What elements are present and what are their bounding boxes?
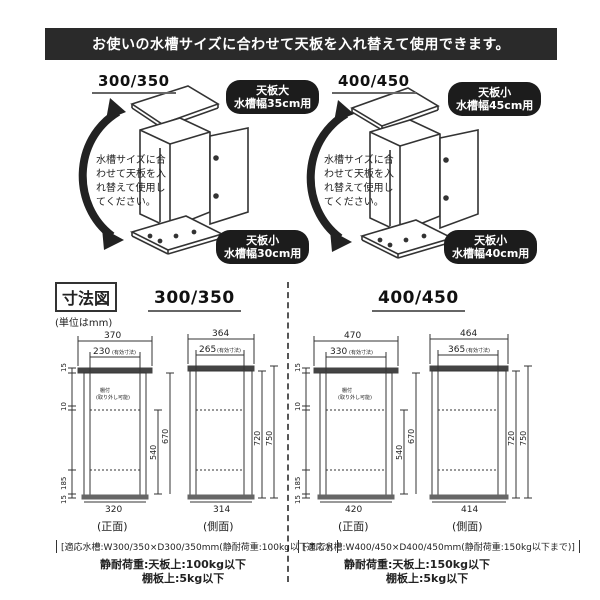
dim-front-540-left: 540 xyxy=(149,445,158,460)
load-top-right: 静耐荷重:天板上:150kg以下 xyxy=(344,558,490,571)
door-left xyxy=(209,127,249,226)
dim-front-inner-note-left: (有効寸法) xyxy=(112,349,136,356)
callout-bottom-left-line1: 天板小 xyxy=(246,234,280,247)
cabinet-illustration-left xyxy=(129,85,249,255)
dims-model-right: 400/450 xyxy=(372,288,465,312)
dim-side-750-left: 750 xyxy=(265,431,274,446)
model-label-left: 300/350 xyxy=(92,72,176,94)
swap-note-right: 水槽サイズに合わせて天板を入れ替えて使用してください。 xyxy=(324,155,394,208)
cabinet-illustration-right xyxy=(350,87,479,259)
callout-bottom-left: 天板小 水槽幅30cm用 xyxy=(216,230,310,264)
section-divider xyxy=(287,282,289,582)
dim-side-720-left: 720 xyxy=(253,431,262,446)
caption-front-left: (正面) xyxy=(97,520,128,533)
front-view-left xyxy=(68,336,174,503)
dim-side-720-right: 720 xyxy=(507,431,516,446)
dim-front-inner-note-right: (有効寸法) xyxy=(349,349,373,356)
dim-side-inner-right: 365 xyxy=(448,345,465,355)
spec-right: [適応水槽:W400/450×D400/450mm(静耐荷重:150kg以下まで… xyxy=(298,540,580,553)
dim-side-top-right: 464 xyxy=(460,329,477,339)
dim-side-750-right: 750 xyxy=(519,431,528,446)
dimension-drawings xyxy=(68,334,532,503)
dim-side-inner-note-left: (有効寸法) xyxy=(217,347,241,354)
spec-left: [適応水槽:W300/350×D300/350mm(静耐荷重:100kg以下まで… xyxy=(56,540,338,553)
shelf-note-sub-right: (取り外し可能) xyxy=(338,394,372,401)
dim-front-top-right: 470 xyxy=(344,331,361,341)
callout-bottom-right: 天板小 水槽幅40cm用 xyxy=(444,230,538,264)
side-view-right xyxy=(429,334,532,503)
dim-front-v4-right: 15 xyxy=(294,495,302,504)
callout-top-left-line2: 水槽幅35cm用 xyxy=(234,97,312,110)
dim-front-670-left: 670 xyxy=(161,429,170,444)
bottom-board-left xyxy=(129,215,225,251)
callout-bottom-right-line2: 水槽幅40cm用 xyxy=(452,247,530,260)
dim-side-bottom-right: 414 xyxy=(461,505,478,515)
dim-front-top-left: 370 xyxy=(104,331,121,341)
swap-arrow-left-icon xyxy=(78,98,126,250)
swap-note-left: 水槽サイズに合わせて天板を入れ替えて使用してください。 xyxy=(96,155,166,208)
shelf-note-sub-left: (取り外し可能) xyxy=(96,394,130,401)
load-top-left: 静耐荷重:天板上:100kg以下 xyxy=(100,558,246,571)
dim-side-top-left: 364 xyxy=(212,329,229,339)
caption-side-left: (側面) xyxy=(203,520,234,533)
dimensions-unit: (単位はmm) xyxy=(55,318,113,329)
dimension-text: 370 230 (有効寸法) 320 棚付 (取り外し可能) 15 10 185… xyxy=(60,329,528,515)
dimensions-title: 寸法図 xyxy=(55,282,118,312)
dim-front-v2-right: 10 xyxy=(294,402,302,411)
dim-front-inner-right: 330 xyxy=(330,347,347,357)
callout-bottom-left-line2: 水槽幅30cm用 xyxy=(224,247,302,260)
dim-front-v1-right: 15 xyxy=(294,363,302,372)
load-shelf-left: 棚板上:5kg以下 xyxy=(142,572,225,585)
callout-top-right-line2: 水槽幅45cm用 xyxy=(456,99,534,112)
dims-model-left: 300/350 xyxy=(148,288,241,312)
caption-front-right: (正面) xyxy=(338,520,369,533)
dim-front-bottom-right: 420 xyxy=(345,505,362,515)
banner: お使いの水槽サイズに合わせて天板を入れ替えて使用できます。 xyxy=(45,28,557,60)
dim-front-v1-left: 15 xyxy=(60,363,68,372)
callout-top-right: 天板小 水槽幅45cm用 xyxy=(448,82,542,116)
dim-front-bottom-left: 320 xyxy=(105,505,122,515)
front-view-right xyxy=(302,336,420,503)
dim-front-inner-left: 230 xyxy=(93,347,110,357)
caption-side-right: (側面) xyxy=(452,520,483,533)
dim-front-670-right: 670 xyxy=(407,429,416,444)
load-shelf-right: 棚板上:5kg以下 xyxy=(386,572,469,585)
shelf-note-left: 棚付 xyxy=(100,387,110,394)
callout-top-left-line1: 天板大 xyxy=(256,84,290,97)
callout-top-right-line1: 天板小 xyxy=(478,86,512,99)
dim-front-v4-left: 15 xyxy=(60,495,68,504)
dim-front-v3-right: 185 xyxy=(294,477,302,490)
banner-text: お使いの水槽サイズに合わせて天板を入れ替えて使用できます。 xyxy=(92,37,510,53)
dim-side-inner-left: 265 xyxy=(199,345,216,355)
dim-front-540-right: 540 xyxy=(395,445,404,460)
swap-arrow-right-icon xyxy=(306,100,354,252)
callout-top-left: 天板大 水槽幅35cm用 xyxy=(226,80,320,114)
dim-side-bottom-left: 314 xyxy=(213,505,230,515)
door-right xyxy=(439,129,479,230)
dim-front-v3-left: 185 xyxy=(60,477,68,490)
dim-front-v2-left: 10 xyxy=(60,402,68,411)
shelf-note-right: 棚付 xyxy=(342,387,352,394)
dimensions-heading: 寸法図 (単位はmm) xyxy=(55,282,118,329)
model-label-right: 400/450 xyxy=(332,72,416,94)
bottom-board-right xyxy=(359,219,455,255)
dim-side-inner-note-right: (有効寸法) xyxy=(466,347,490,354)
callout-bottom-right-line1: 天板小 xyxy=(474,234,508,247)
side-view-left xyxy=(187,334,278,503)
